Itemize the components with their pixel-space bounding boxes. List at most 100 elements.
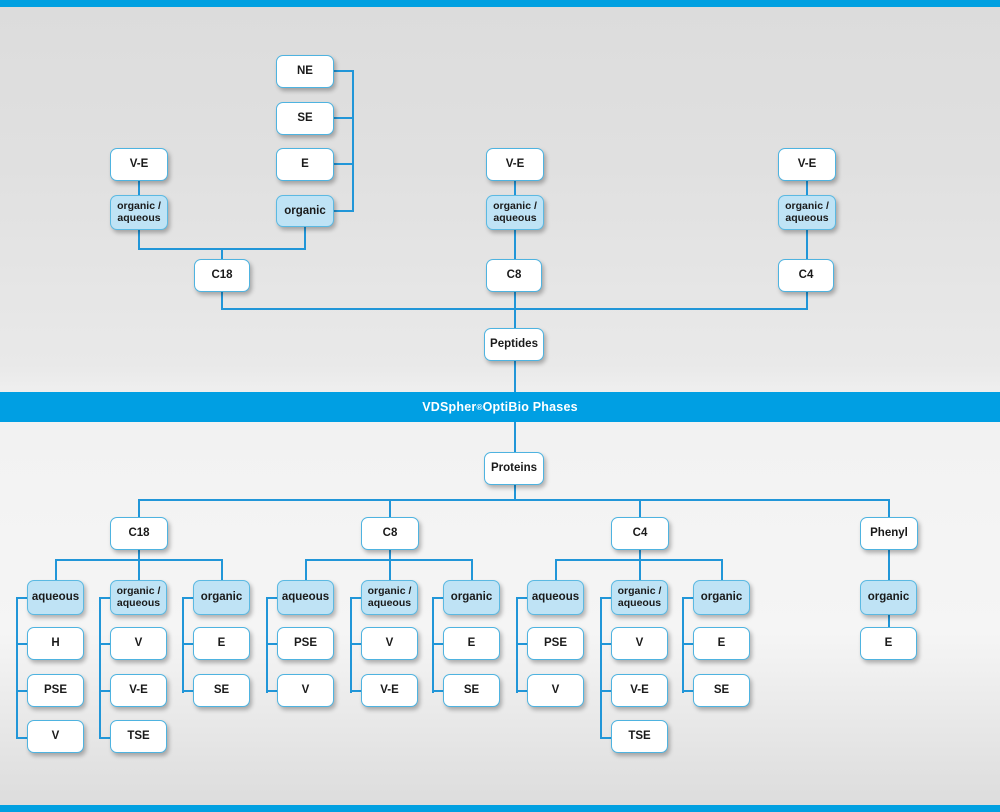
- connector-c4-aqueous-rail: [516, 597, 518, 693]
- connector-c18-organic-drop: [221, 559, 223, 580]
- connector-c18-to-bus: [221, 292, 223, 310]
- group-c4-aqueous[interactable]: aqueous: [527, 580, 584, 615]
- connector-c18-organic-tab2: [182, 690, 194, 692]
- connector-c4-organic-tab0: [682, 597, 694, 599]
- connector-c4-group-bus: [555, 559, 722, 561]
- node-peptides-c4-ve[interactable]: V-E: [778, 148, 836, 181]
- connector-c8-aqueous-tab2: [266, 690, 278, 692]
- item-c4-organic-0[interactable]: E: [693, 627, 750, 660]
- item-c4-aqueous-0[interactable]: PSE: [527, 627, 584, 660]
- node-peptides-phase-c8[interactable]: C8: [486, 259, 542, 292]
- connector-c8-drop: [514, 230, 516, 259]
- connector-c4-organic-drop: [721, 559, 723, 580]
- connector-c18-organic-rail: [182, 597, 184, 693]
- connector-phenyl-organic-to-e: [888, 615, 890, 627]
- node-proteins-phase-c4[interactable]: C4: [611, 517, 669, 550]
- group-c4-organic-aqueous[interactable]: organic / aqueous: [611, 580, 668, 615]
- group-c4-organic[interactable]: organic: [693, 580, 750, 615]
- connector-c18-orgaq-tab3: [99, 737, 111, 739]
- connector-c18-stem: [221, 248, 223, 260]
- connector-c4-to-bus: [806, 292, 808, 310]
- item-c4-orgaq-0[interactable]: V: [611, 627, 668, 660]
- node-proteins-phase-phenyl[interactable]: Phenyl: [860, 517, 918, 550]
- connector-c4-orgaq-tab2: [600, 690, 612, 692]
- item-c8-orgaq-1[interactable]: V-E: [361, 674, 418, 707]
- node-peptides-c8-organic-aqueous[interactable]: organic / aqueous: [486, 195, 544, 230]
- node-label: organic / aqueous: [617, 584, 662, 609]
- node-peptides-c18-organic-e[interactable]: E: [276, 148, 334, 181]
- connector-c18-aqueous-tab0: [16, 597, 28, 599]
- connector-c4-aqueous-drop: [555, 559, 557, 580]
- item-c18-aqueous-0[interactable]: H: [27, 627, 84, 660]
- item-c8-orgaq-0[interactable]: V: [361, 627, 418, 660]
- item-c8-organic-1[interactable]: SE: [443, 674, 500, 707]
- connector-c8-orgaq-tab1: [350, 643, 362, 645]
- connector-c18-aqueous-drop: [55, 559, 57, 580]
- connector-c4-aqueous-tab2: [516, 690, 528, 692]
- item-c4-orgaq-1[interactable]: V-E: [611, 674, 668, 707]
- item-c4-aqueous-1[interactable]: V: [527, 674, 584, 707]
- item-c18-orgaq-2[interactable]: TSE: [110, 720, 167, 753]
- item-c18-orgaq-0[interactable]: V: [110, 627, 167, 660]
- group-c8-organic[interactable]: organic: [443, 580, 500, 615]
- item-c18-organic-0[interactable]: E: [193, 627, 250, 660]
- banner-vdspher-optibio-phases: VDSpher® OptiBio Phases: [0, 392, 1000, 422]
- connector-c4-organic-tab1: [682, 643, 694, 645]
- item-c4-organic-1[interactable]: SE: [693, 674, 750, 707]
- connector-c8-to-bus: [514, 292, 516, 310]
- node-peptides-c18-ve[interactable]: V-E: [110, 148, 168, 181]
- item-c18-aqueous-2[interactable]: V: [27, 720, 84, 753]
- item-c4-orgaq-2[interactable]: TSE: [611, 720, 668, 753]
- group-c8-aqueous[interactable]: aqueous: [277, 580, 334, 615]
- node-peptides-c18-organic-se[interactable]: SE: [276, 102, 334, 135]
- item-c8-aqueous-1[interactable]: V: [277, 674, 334, 707]
- connector-c18-left-drop: [138, 230, 140, 250]
- connector-c8-aqueous-drop: [305, 559, 307, 580]
- connector-c8-organic-drop: [471, 559, 473, 580]
- node-peptides-c18-organic-ne[interactable]: NE: [276, 55, 334, 88]
- connector-drop-c8: [389, 499, 391, 517]
- connector-c4-orgaq-rail: [600, 597, 602, 739]
- connector-c18-orgaq-tab0: [99, 597, 111, 599]
- group-c8-organic-aqueous[interactable]: organic / aqueous: [361, 580, 418, 615]
- node-proteins-root[interactable]: Proteins: [484, 452, 544, 485]
- node-peptides-phase-c18[interactable]: C18: [194, 259, 250, 292]
- connector-c4-orgaq-tab1: [600, 643, 612, 645]
- node-peptides-c8-ve[interactable]: V-E: [486, 148, 544, 181]
- node-label: organic / aqueous: [785, 199, 829, 224]
- connector-ne-bus: [334, 70, 354, 72]
- item-c8-aqueous-0[interactable]: PSE: [277, 627, 334, 660]
- group-c18-organic-aqueous[interactable]: organic / aqueous: [110, 580, 167, 615]
- connector-organic-bus: [334, 210, 354, 212]
- item-c18-aqueous-1[interactable]: PSE: [27, 674, 84, 707]
- group-c18-aqueous[interactable]: aqueous: [27, 580, 84, 615]
- connector-proteins-stem: [514, 485, 516, 501]
- connector-c8-group-stem: [389, 550, 391, 561]
- group-c18-organic[interactable]: organic: [193, 580, 250, 615]
- connector-c8-group-bus: [305, 559, 472, 561]
- item-c18-orgaq-1[interactable]: V-E: [110, 674, 167, 707]
- item-c8-organic-0[interactable]: E: [443, 627, 500, 660]
- node-peptides-c4-organic-aqueous[interactable]: organic / aqueous: [778, 195, 836, 230]
- connector-c4-ve-drop: [806, 181, 808, 195]
- item-c18-organic-1[interactable]: SE: [193, 674, 250, 707]
- connector-c4-orgaq-tab3: [600, 737, 612, 739]
- connector-c4-orgaq-tab0: [600, 597, 612, 599]
- connector-c4-drop: [806, 230, 808, 259]
- connector-proteins-bus: [138, 499, 890, 501]
- node-proteins-phase-c8[interactable]: C8: [361, 517, 419, 550]
- top-accent-bar: [0, 0, 1000, 7]
- node-peptides-c18-organic[interactable]: organic: [276, 195, 334, 227]
- node-proteins-phase-c18[interactable]: C18: [110, 517, 168, 550]
- item-phenyl-organic-0[interactable]: E: [860, 627, 917, 660]
- group-phenyl-organic[interactable]: organic: [860, 580, 917, 615]
- node-peptides-root[interactable]: Peptides: [484, 328, 544, 361]
- connector-peptides-stem: [514, 308, 516, 328]
- node-label: organic / aqueous: [367, 584, 412, 609]
- node-peptides-c18-organic-aqueous[interactable]: organic / aqueous: [110, 195, 168, 230]
- connector-c18-organic-tab1: [182, 643, 194, 645]
- node-peptides-phase-c4[interactable]: C4: [778, 259, 834, 292]
- connector-organic-vertical-bus: [352, 70, 354, 212]
- connector-c18-orgaq-tab1: [99, 643, 111, 645]
